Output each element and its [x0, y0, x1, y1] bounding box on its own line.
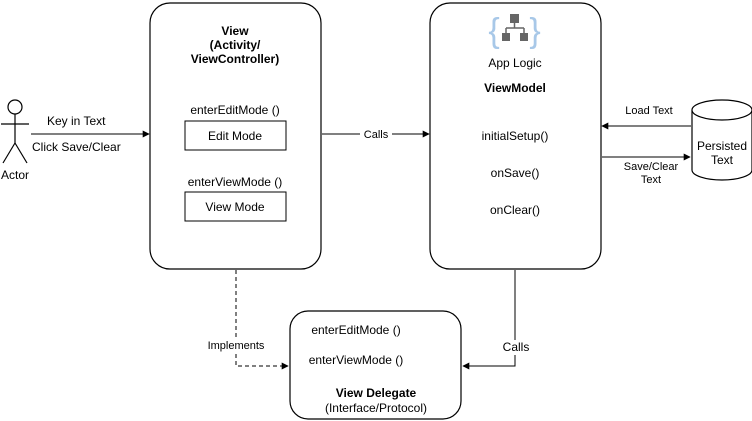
view-method-edit: enterEditMode (): [190, 103, 279, 117]
app-logic-icon: { }: [488, 12, 540, 50]
viewmodel-method-save: onSave(): [491, 166, 540, 180]
viewmodel-method-setup: initialSetup(): [482, 129, 549, 143]
edit-mode-box: [184, 120, 287, 151]
click-save-clear-label: Click Save/Clear: [32, 140, 121, 154]
viewmodel-box: [429, 2, 602, 270]
view-mode-label: View Mode: [205, 200, 264, 214]
viewmodel-method-clear: onClear(): [490, 203, 540, 217]
actor-label: Actor: [1, 168, 29, 182]
svg-text:{: {: [488, 12, 499, 50]
viewmodel-title: ViewModel: [484, 81, 546, 95]
view-title-line1: View: [221, 24, 249, 38]
view-method-view: enterViewMode (): [188, 175, 283, 189]
persisted-text-storage: [691, 99, 752, 181]
actor-figure: [1, 99, 29, 164]
storage-label-line1: Persisted: [697, 139, 747, 153]
delegate-method-view: enterViewMode (): [309, 353, 404, 367]
calls-label-bg: [360, 126, 392, 140]
edit-mode-label: Edit Mode: [208, 129, 262, 143]
view-calls-label: Calls: [364, 129, 389, 141]
delegate-subtitle: (Interface/Protocol): [325, 401, 427, 415]
storage-label-line2: Text: [711, 153, 734, 167]
delegate-title: View Delegate: [336, 386, 417, 400]
view-title-line2: (Activity/: [210, 38, 261, 52]
load-text-label: Load Text: [625, 105, 673, 117]
viewmodel-to-delegate-arrow: [462, 270, 516, 370]
implements-arrow: [235, 270, 289, 370]
svg-text:}: }: [529, 12, 540, 50]
viewmodel-subtitle: App Logic: [488, 56, 541, 70]
save-clear-label-line2: Text: [641, 174, 661, 186]
save-clear-label-line1: Save/Clear: [624, 161, 679, 173]
key-in-text-label: Key in Text: [47, 114, 106, 128]
delegate-calls-label-bg: [499, 340, 533, 355]
view-mode-box: [184, 191, 287, 222]
implements-label: Implements: [208, 340, 265, 352]
view-title-line3: ViewController): [191, 52, 279, 66]
delegate-method-edit: enterEditMode (): [311, 323, 400, 337]
implements-label-bg: [205, 338, 267, 352]
delegate-calls-label: Calls: [503, 340, 530, 354]
view-delegate-box: [289, 310, 462, 420]
